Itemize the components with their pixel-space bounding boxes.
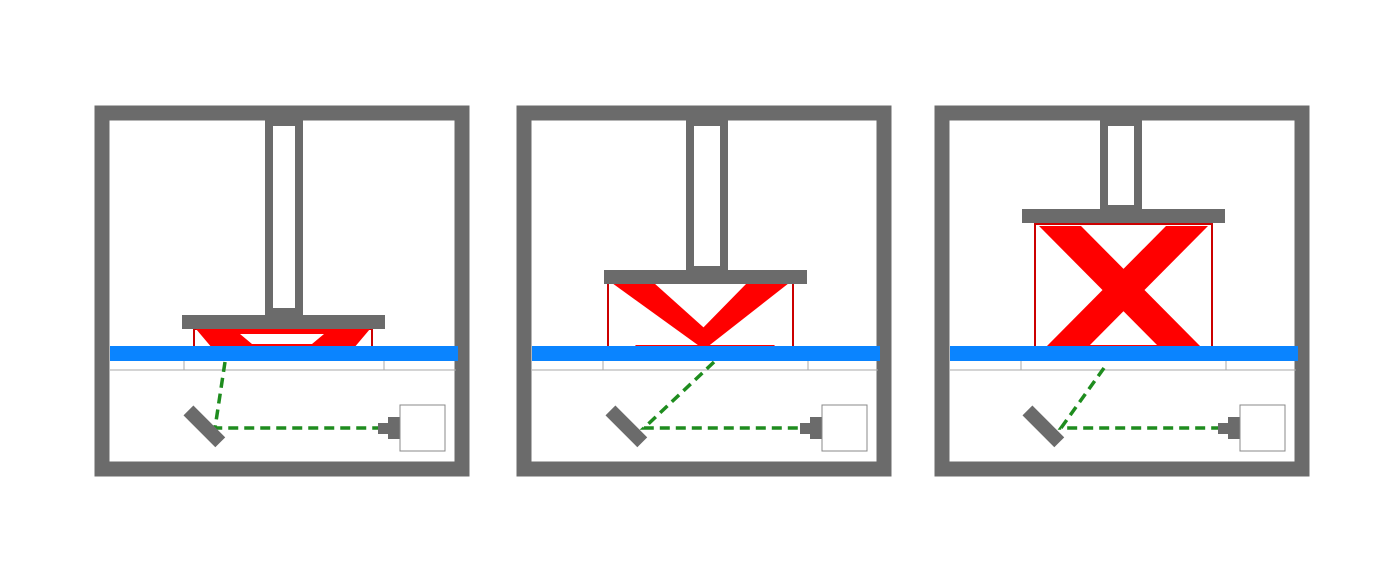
panel-stage-2 <box>516 105 892 477</box>
laser-module-icon <box>800 404 868 452</box>
laser-beam <box>639 360 805 430</box>
laser-module-icon <box>378 404 446 452</box>
printer-frame <box>516 105 892 477</box>
galvo-mirror-icon <box>605 405 648 448</box>
printer-frame <box>934 105 1310 477</box>
resin-vat <box>110 346 458 361</box>
vat-base <box>950 361 1296 371</box>
panel-stage-3 <box>934 105 1310 477</box>
resin-vat <box>950 346 1298 361</box>
printed-part <box>1034 222 1213 356</box>
laser-module-icon <box>1218 404 1286 452</box>
laser-beam <box>1057 366 1222 430</box>
build-platform <box>182 118 385 329</box>
vat-base <box>110 361 456 371</box>
galvo-mirror-icon <box>183 405 226 448</box>
panel-stage-1 <box>94 105 470 477</box>
printer-frame <box>94 105 470 477</box>
resin-vat <box>532 346 880 361</box>
printed-part <box>607 283 794 356</box>
laser-beam <box>212 361 382 430</box>
build-platform <box>1022 118 1225 223</box>
vat-base <box>532 361 878 371</box>
galvo-mirror-icon <box>1022 405 1065 448</box>
build-platform <box>604 118 807 284</box>
